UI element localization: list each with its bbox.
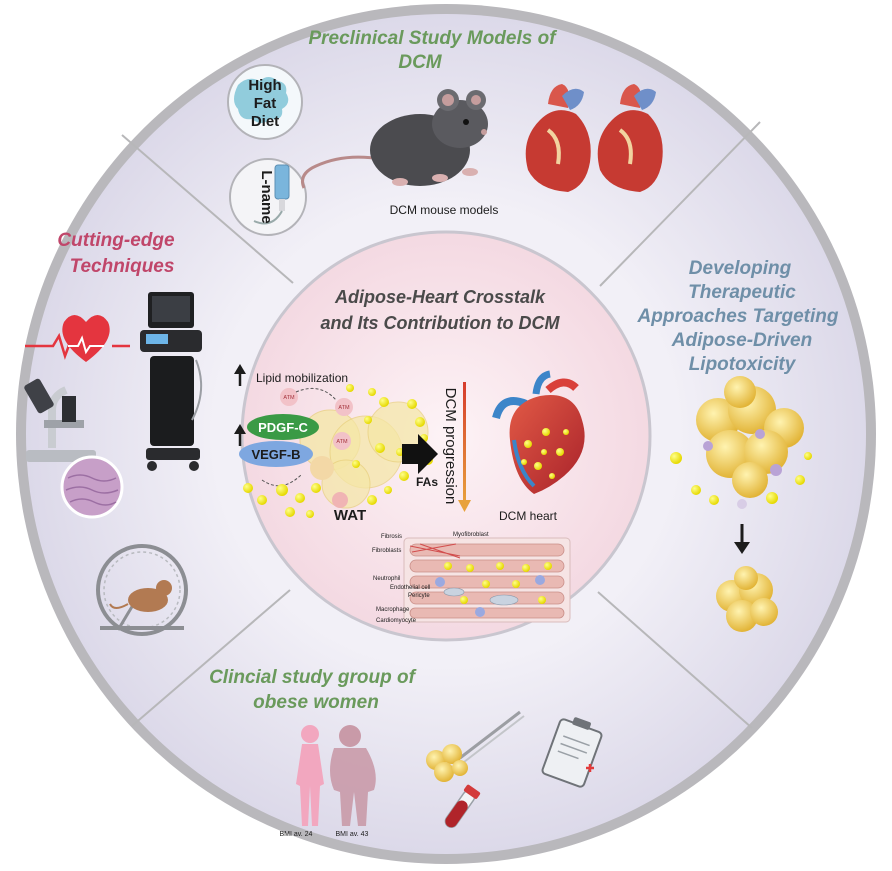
pdgf-c-label: PDGF-C	[258, 420, 308, 435]
hfd-line2: Fat	[254, 95, 277, 112]
dcm-progression-label: DCM progression	[442, 388, 459, 505]
dcm-heart-icon	[492, 370, 585, 494]
bottom-title-line2: obese women	[253, 692, 379, 713]
hfd-line3: Diet	[251, 113, 279, 130]
histology-image-icon	[60, 455, 124, 519]
atm-bubble-1: ATM	[280, 388, 298, 406]
up-arrow-icon-1	[234, 364, 246, 386]
tissue-label-endothelial: Endothelial cell	[390, 585, 430, 591]
up-arrow-icon-2	[234, 424, 246, 446]
atm-bubble-3: ATM	[333, 432, 351, 450]
right-title-line5: Lipotoxicity	[689, 354, 797, 375]
bmi-label-1: BMI av. 24	[280, 831, 313, 838]
fat-biopsy-icon	[426, 710, 525, 782]
adipose-cluster-large-icon	[670, 376, 812, 509]
lipid-droplets-center	[243, 384, 433, 518]
left-title-line2: Techniques	[70, 256, 175, 277]
tissue-label-pericyte: Pericyte	[408, 593, 430, 599]
right-title-line2: Therapeutic	[688, 282, 796, 303]
high-fat-diet-icon: High Fat Diet	[227, 64, 303, 140]
left-title-line1: Cutting-edge	[57, 230, 175, 251]
ultrasound-machine-icon	[140, 292, 203, 471]
running-wheel-icon	[96, 544, 188, 636]
ecg-heart-icon	[25, 315, 130, 362]
clipboard-icon	[541, 717, 603, 788]
svg-text:ATM: ATM	[336, 439, 348, 445]
fas-label: FAs	[416, 475, 438, 489]
pdgf-c-pill: PDGF-C	[247, 414, 319, 440]
women-silhouettes-icon	[296, 725, 376, 826]
mouse-caption: DCM mouse models	[390, 203, 499, 217]
right-title-line1: Developing	[689, 258, 792, 279]
wat-label: WAT	[334, 507, 366, 524]
down-arrow-icon	[734, 524, 750, 554]
heart-anatomy-icon-1	[525, 84, 591, 192]
section-dividers	[121, 121, 761, 729]
vegf-b-pill: VEGF-B	[239, 441, 313, 467]
tissue-label-fibroblasts: Fibroblasts	[372, 548, 401, 554]
adipose-cluster-small-icon	[716, 566, 778, 632]
cardiac-tissue-panel	[403, 537, 571, 623]
atm-bubble-2: ATM	[335, 398, 353, 416]
bottom-title-line1: Clincial study group of	[209, 667, 417, 688]
dashed-arrow-1	[295, 387, 337, 401]
svg-text:ATM: ATM	[283, 395, 295, 401]
heart-anatomy-icon-2	[597, 84, 663, 192]
blood-tube-icon	[444, 784, 481, 829]
tissue-label-cardiomyocyte: Cardiomyocyte	[376, 618, 417, 624]
top-title-line2: DCM	[398, 52, 442, 73]
lname-label: L-name	[258, 170, 275, 223]
center-title-line1: Adipose-Heart Crosstalk	[334, 287, 546, 307]
right-title-line4: Adipose-Driven	[671, 330, 812, 351]
mouse-icon	[301, 89, 488, 189]
flow-arrow-icon	[402, 434, 438, 474]
tissue-label-myofibroblast: Myofibroblast	[453, 532, 489, 538]
right-title-line3: Approaches Targeting	[637, 306, 839, 327]
hfd-line1: High	[248, 77, 281, 94]
center-title-line2: and Its Contribution to DCM	[321, 313, 561, 333]
microscope-icon	[24, 378, 96, 462]
top-title-line1: Preclinical Study Models of	[308, 28, 557, 49]
tissue-label-fibrosis: Fibrosis	[381, 534, 402, 540]
lipid-mobilization-label: Lipid mobilization	[256, 371, 348, 385]
tissue-label-neutrophil: Neutrophil	[373, 576, 400, 582]
l-name-icon: L-name	[229, 158, 307, 236]
bmi-label-2: BMI av. 43	[336, 831, 369, 838]
vegf-b-label: VEGF-B	[251, 447, 300, 462]
dcm-heart-label: DCM heart	[499, 509, 558, 523]
progression-arrow-icon	[458, 382, 471, 512]
svg-text:ATM: ATM	[338, 405, 350, 411]
tissue-label-macrophage: Macrophage	[376, 607, 410, 613]
